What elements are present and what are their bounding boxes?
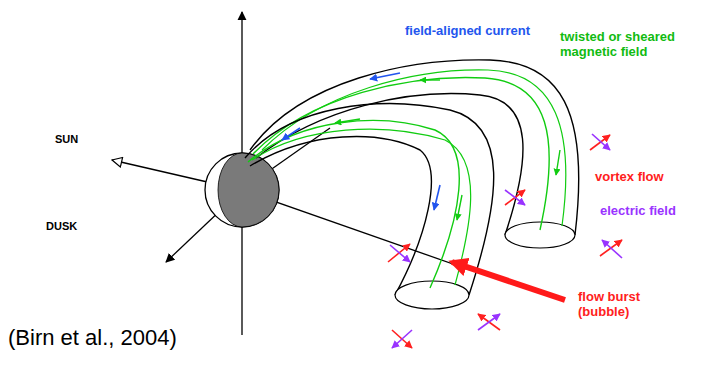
flow-label: vortex flow: [595, 170, 664, 185]
axis-label: DUSK: [46, 220, 77, 233]
field-label: twisted or sheared magnetic field: [560, 30, 690, 60]
field-label: electric field: [600, 204, 676, 219]
axes: [112, 12, 470, 335]
current-label: field-aligned current: [405, 24, 530, 39]
citation: (Birn et al., 2004): [8, 325, 177, 350]
flux-tube-front: [245, 104, 494, 309]
flow-burst-arrow: [452, 262, 565, 300]
flux-tube-back: [250, 60, 579, 248]
flow-label: flow burst (bubble): [578, 290, 658, 320]
earth: [205, 153, 279, 227]
axis-label: SUN: [55, 133, 78, 146]
